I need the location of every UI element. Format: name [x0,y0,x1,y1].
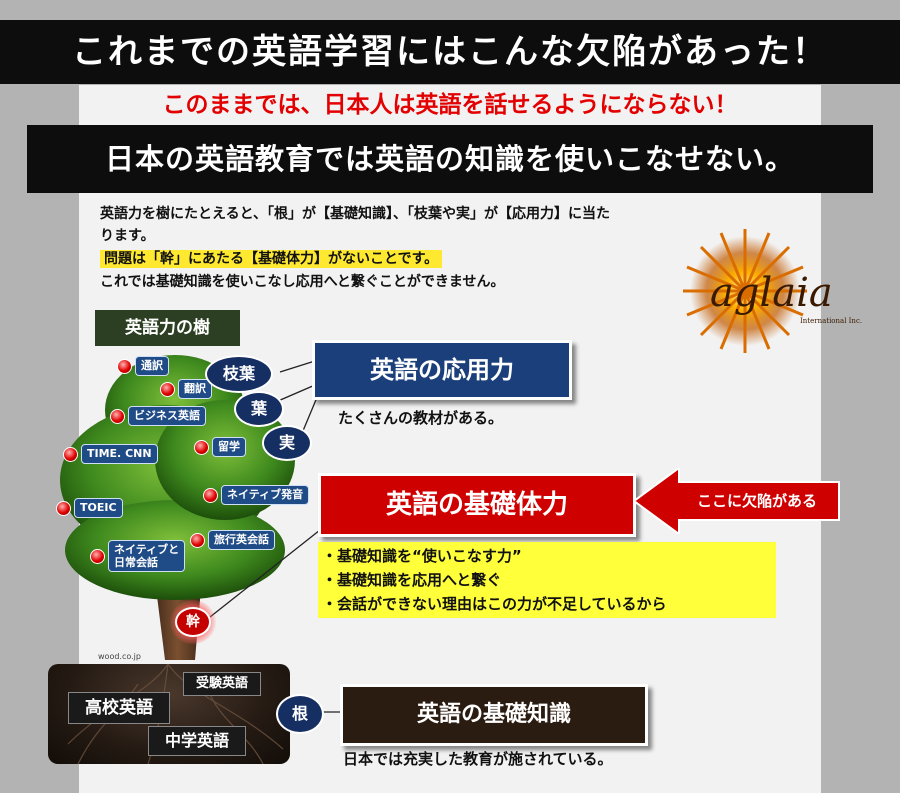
intro-highlight-text: 問題は「幹」にあたる【基礎体力】がないことです。 [100,250,443,268]
basic-knowledge-box: 英語の基礎知識 [340,684,648,746]
logo-text: aglaia [710,270,833,316]
core-point: ・基礎知識を“使いこなす力” [322,547,522,565]
red-warning: このままでは、日本人は英語を話せるようにならない！ [162,92,738,118]
red-dot-icon [194,439,209,455]
red-dot-icon [90,548,105,564]
red-dot-icon [203,487,218,503]
red-dot-icon [190,532,205,548]
root-label-high-school: 高校英語 [68,692,170,724]
defect-arrow-label: ここに欠陥がある [696,492,817,510]
bubble-travel-conversation: 旅行英会話 [190,530,275,550]
intro-highlight: 問題は「幹」にあたる【基礎体力】がないことです。 [100,248,443,270]
bubble-time-cnn: TIME. CNN [63,444,158,464]
bubble-interpretation: 通訳 [117,356,169,376]
bubble-native-pronunciation: ネイティブ発音 [203,485,310,505]
red-dot-icon [110,408,125,424]
trunk-marker: 幹 [170,600,216,644]
core-points: ・基礎知識を“使いこなす力” ・基礎知識を応用へと繋ぐ ・会話ができない理由はこ… [318,542,776,618]
oval-branch: 枝葉 [205,355,273,393]
red-dot-icon [63,446,78,462]
core-point: ・基礎知識を応用へと繋ぐ [322,571,502,589]
oval-trunk: 幹 [175,607,211,637]
top-banner: これまでの英語学習にはこんな欠陥があった！ [0,20,900,84]
intro-line: ります。 [100,228,155,244]
core-strength-box: 英語の基礎体力 [318,473,636,537]
root-label-junior-high: 中学英語 [148,726,246,756]
bubble-native-daily: ネイティブと日常会話 [90,540,186,572]
oval-leaf: 葉 [234,391,284,427]
roots-panel: 受験英語 高校英語 中学英語 [48,664,290,764]
bubble-toeic: TOEIC [56,498,123,518]
red-dot-icon [160,381,175,397]
oval-fruit: 実 [262,425,312,461]
bubble-business: ビジネス英語 [110,406,206,426]
image-credit: wood.co.jp [98,652,141,661]
bubble-study-abroad: 留学 [194,437,246,457]
core-point: ・会話ができない理由はこの力が不足しているから [322,595,667,613]
oval-root: 根 [276,694,324,734]
intro-line: これでは基礎知識を使いこなし応用へと繋ぐことができません。 [100,274,505,290]
root-label-exam: 受験英語 [183,672,261,696]
aglaia-logo: aglaia International Inc. [683,229,862,353]
knowledge-caption: 日本では充実した教育が施されている。 [343,750,613,768]
applied-caption: たくさんの教材がある。 [338,409,504,427]
bubble-translation: 翻訳 [160,379,212,399]
tree-label: 英語力の樹 [95,310,240,346]
applied-skill-box: 英語の応用力 [312,340,572,400]
defect-arrow [634,468,840,534]
red-dot-icon [56,500,71,516]
logo-sub: International Inc. [800,317,862,325]
red-dot-icon [117,358,132,374]
black-subtitle: 日本の英語教育では英語の知識を使いこなせない。 [27,125,873,193]
intro-line: 英語力を樹にたとえると、「根」が【基礎知識】、「枝葉や実」が【応用力】に当た [100,206,611,222]
